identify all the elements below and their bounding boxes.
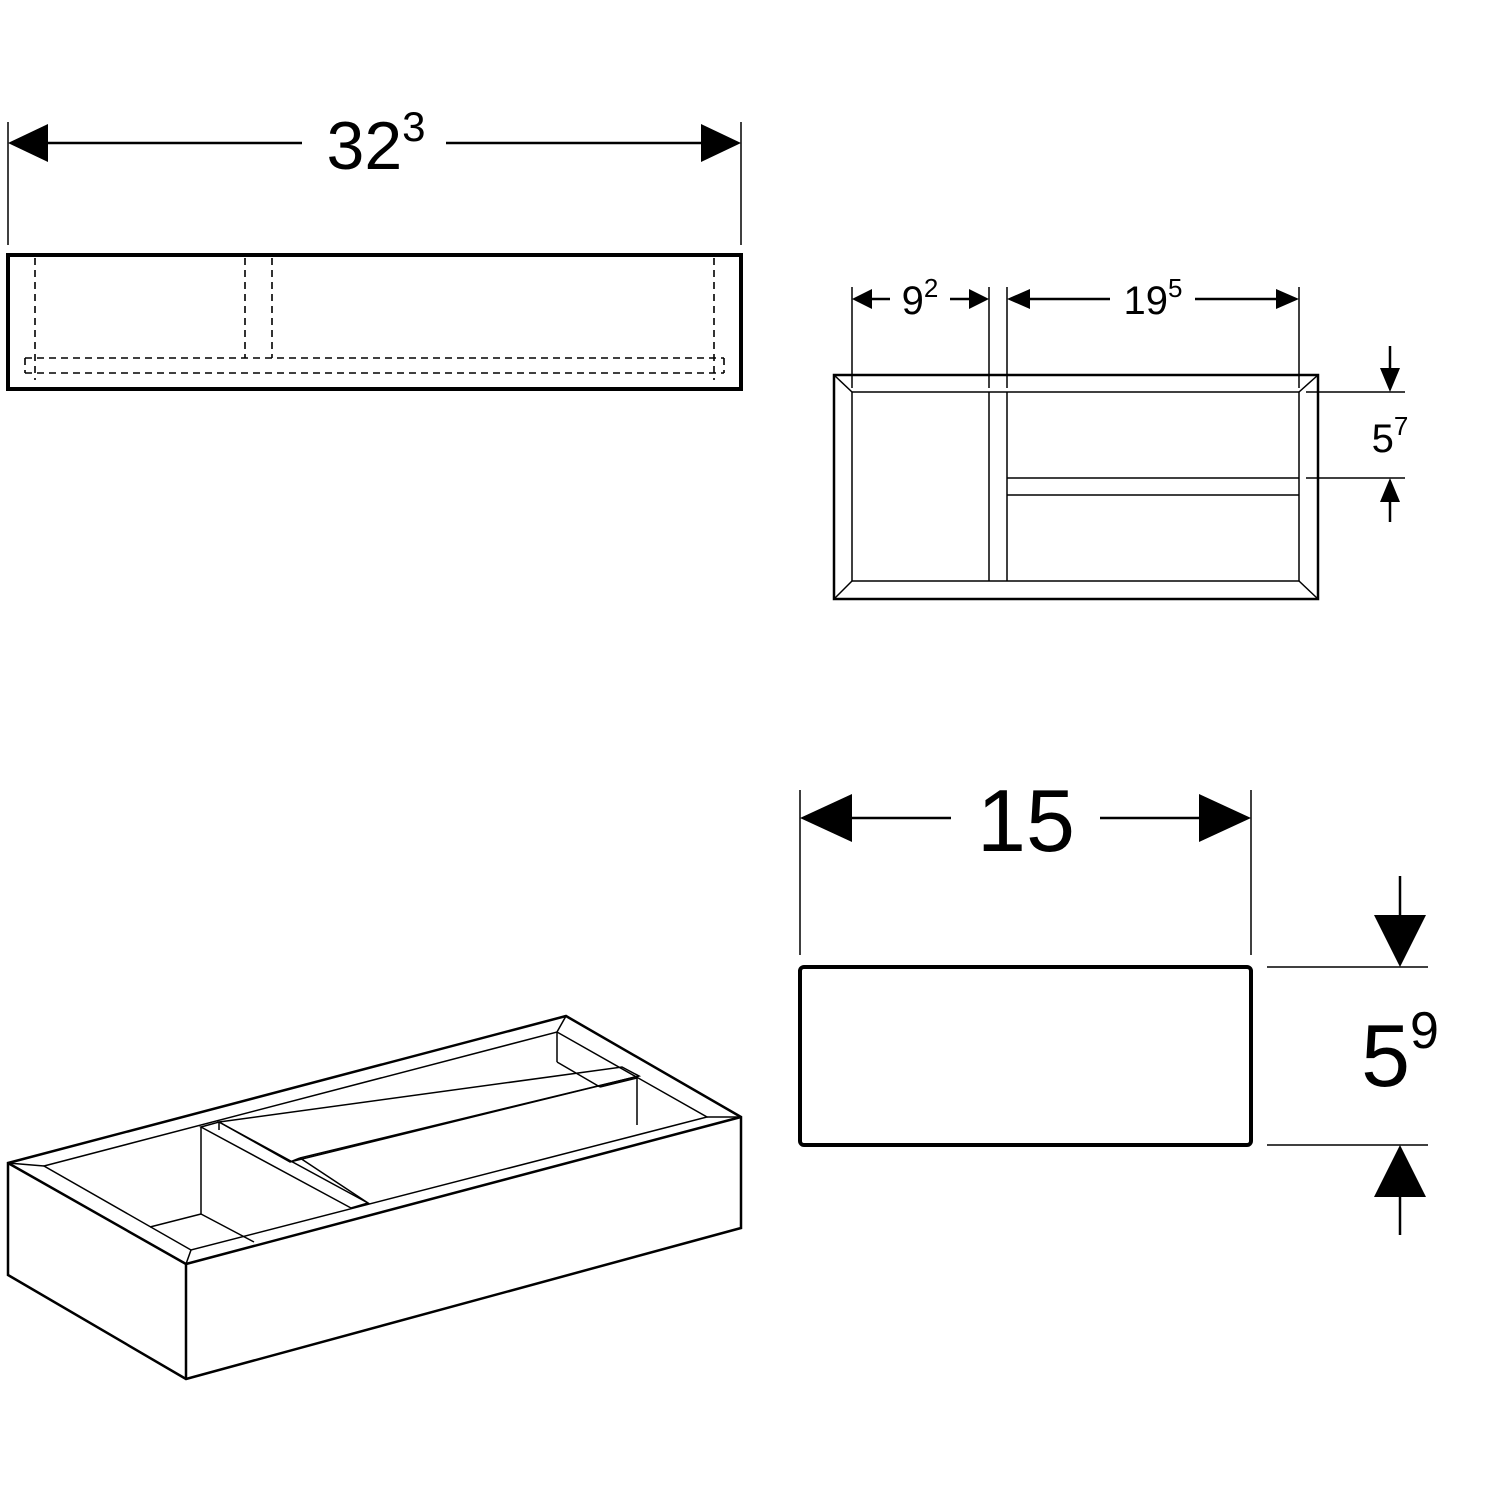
dimension-compartment-depth: 57 xyxy=(1306,346,1408,522)
dimension-right-compartment: 195 xyxy=(1006,273,1300,388)
side-view: 15 59 xyxy=(798,771,1439,1235)
isometric-view xyxy=(6,1014,743,1381)
front-view: 323 xyxy=(6,103,743,391)
dimension-label-side-width: 15 xyxy=(977,771,1075,870)
dimension-label-left-compartment: 92 xyxy=(902,273,939,323)
front-view-outline xyxy=(6,253,743,391)
top-view-outline xyxy=(832,373,1320,601)
isometric-outline xyxy=(6,1014,743,1381)
side-view-outline xyxy=(798,965,1253,1147)
top-view: 92 195 57 xyxy=(832,273,1408,601)
hidden-lines xyxy=(24,258,725,380)
dimension-side-width: 15 xyxy=(799,771,1252,955)
dimension-label-side-height: 59 xyxy=(1361,1002,1439,1105)
dimension-top-width: 323 xyxy=(7,103,742,245)
dimension-side-height: 59 xyxy=(1267,876,1439,1235)
dimension-label-compartment-depth: 57 xyxy=(1372,411,1409,461)
dimension-label-right-compartment: 195 xyxy=(1124,273,1183,323)
arrowhead-left xyxy=(8,124,48,162)
dimension-label-top-width: 323 xyxy=(327,103,426,184)
dimension-left-compartment: 92 xyxy=(851,273,990,388)
arrowhead-right xyxy=(701,124,741,162)
